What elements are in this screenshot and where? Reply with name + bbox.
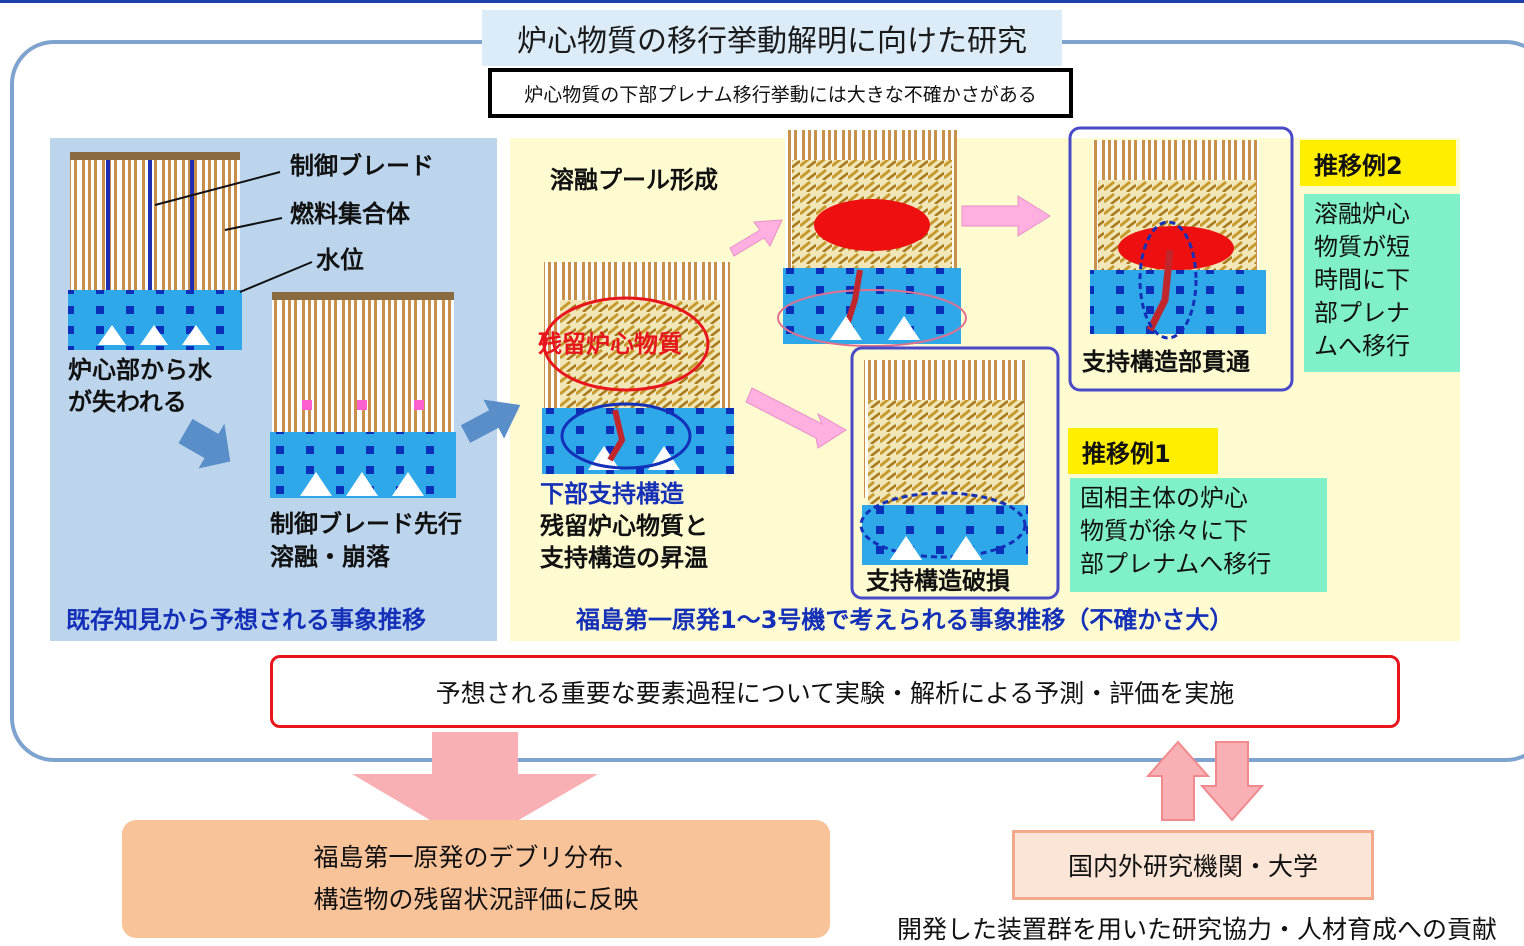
footer-text: 開発した装置群を用いた研究協力・人材育成への貢献 (897, 915, 1498, 944)
right-panel-caption: 福島第一原発1～3号機で考えられる事象推移（不確かさ大） (576, 606, 1234, 634)
label-support-penetration: 支持構造部貫通 (1082, 348, 1250, 376)
case2-tag: 推移例2 (1300, 140, 1456, 186)
action-box: 予想される重要な要素過程について実験・解析による予測・評価を実施 (270, 655, 1400, 728)
case2-frame (1068, 126, 1294, 392)
outcome-line: 構造物の残留状況評価に反映 (313, 885, 639, 914)
label-blade-melt-2: 溶融・崩落 (270, 543, 390, 571)
core-blade-melt (270, 292, 456, 498)
case1-frame (850, 346, 1060, 600)
case1-line: 部プレナムへ移行 (1080, 550, 1272, 578)
core-melt-pool (777, 130, 967, 347)
label-water-lost-2: が失われる (68, 388, 187, 416)
case2-line: 時間に下 (1314, 266, 1410, 294)
partner-box: 国内外研究機関・大学 (1012, 830, 1374, 900)
label-control-blade: 制御ブレード (290, 152, 434, 180)
label-heatup-2: 支持構造の昇温 (540, 544, 708, 572)
label-melt-pool: 溶融プール形成 (550, 166, 718, 194)
top-rule (0, 0, 1524, 3)
case2-line: 部プレナ (1314, 299, 1410, 327)
case1-tag: 推移例1 (1068, 428, 1218, 474)
label-lower-support: 下部支持構造 (540, 480, 684, 508)
core-case1 (859, 360, 1028, 565)
label-heatup-1: 残留炉心物質と (540, 512, 708, 540)
left-panel-caption: 既存知見から予想される事象推移 (66, 606, 426, 634)
core-case2 (1090, 140, 1266, 340)
core-residual (542, 262, 734, 474)
label-support-damage: 支持構造破損 (866, 567, 1010, 595)
case2-description: 溶融炉心 物質が短 時間に下 部プレナ ムへ移行 (1304, 194, 1460, 372)
page-title: 炉心物質の移行挙動解明に向けた研究 (482, 10, 1062, 66)
label-fuel-assembly: 燃料集合体 (290, 200, 410, 228)
label-residual-core: 残留炉心物質 (538, 330, 682, 358)
outcome-box: 福島第一原発のデブリ分布、 構造物の残留状況評価に反映 (122, 820, 830, 938)
case1-line: 固相主体の炉心 (1080, 484, 1248, 512)
case2-line: ムへ移行 (1314, 332, 1410, 360)
core-initial (68, 152, 242, 350)
subtitle-box: 炉心物質の下部プレナム移行挙動には大きな不確かさがある (488, 68, 1073, 118)
case1-line: 物質が徐々に下 (1080, 517, 1248, 545)
label-water-level: 水位 (316, 246, 364, 274)
case2-line: 物質が短 (1314, 233, 1410, 261)
case1-description: 固相主体の炉心 物質が徐々に下 部プレナムへ移行 (1070, 478, 1327, 592)
outcome-line: 福島第一原発のデブリ分布、 (313, 843, 639, 872)
label-blade-melt-1: 制御ブレード先行 (270, 510, 462, 538)
label-water-lost-1: 炉心部から水 (68, 356, 212, 384)
case2-line: 溶融炉心 (1314, 200, 1410, 228)
